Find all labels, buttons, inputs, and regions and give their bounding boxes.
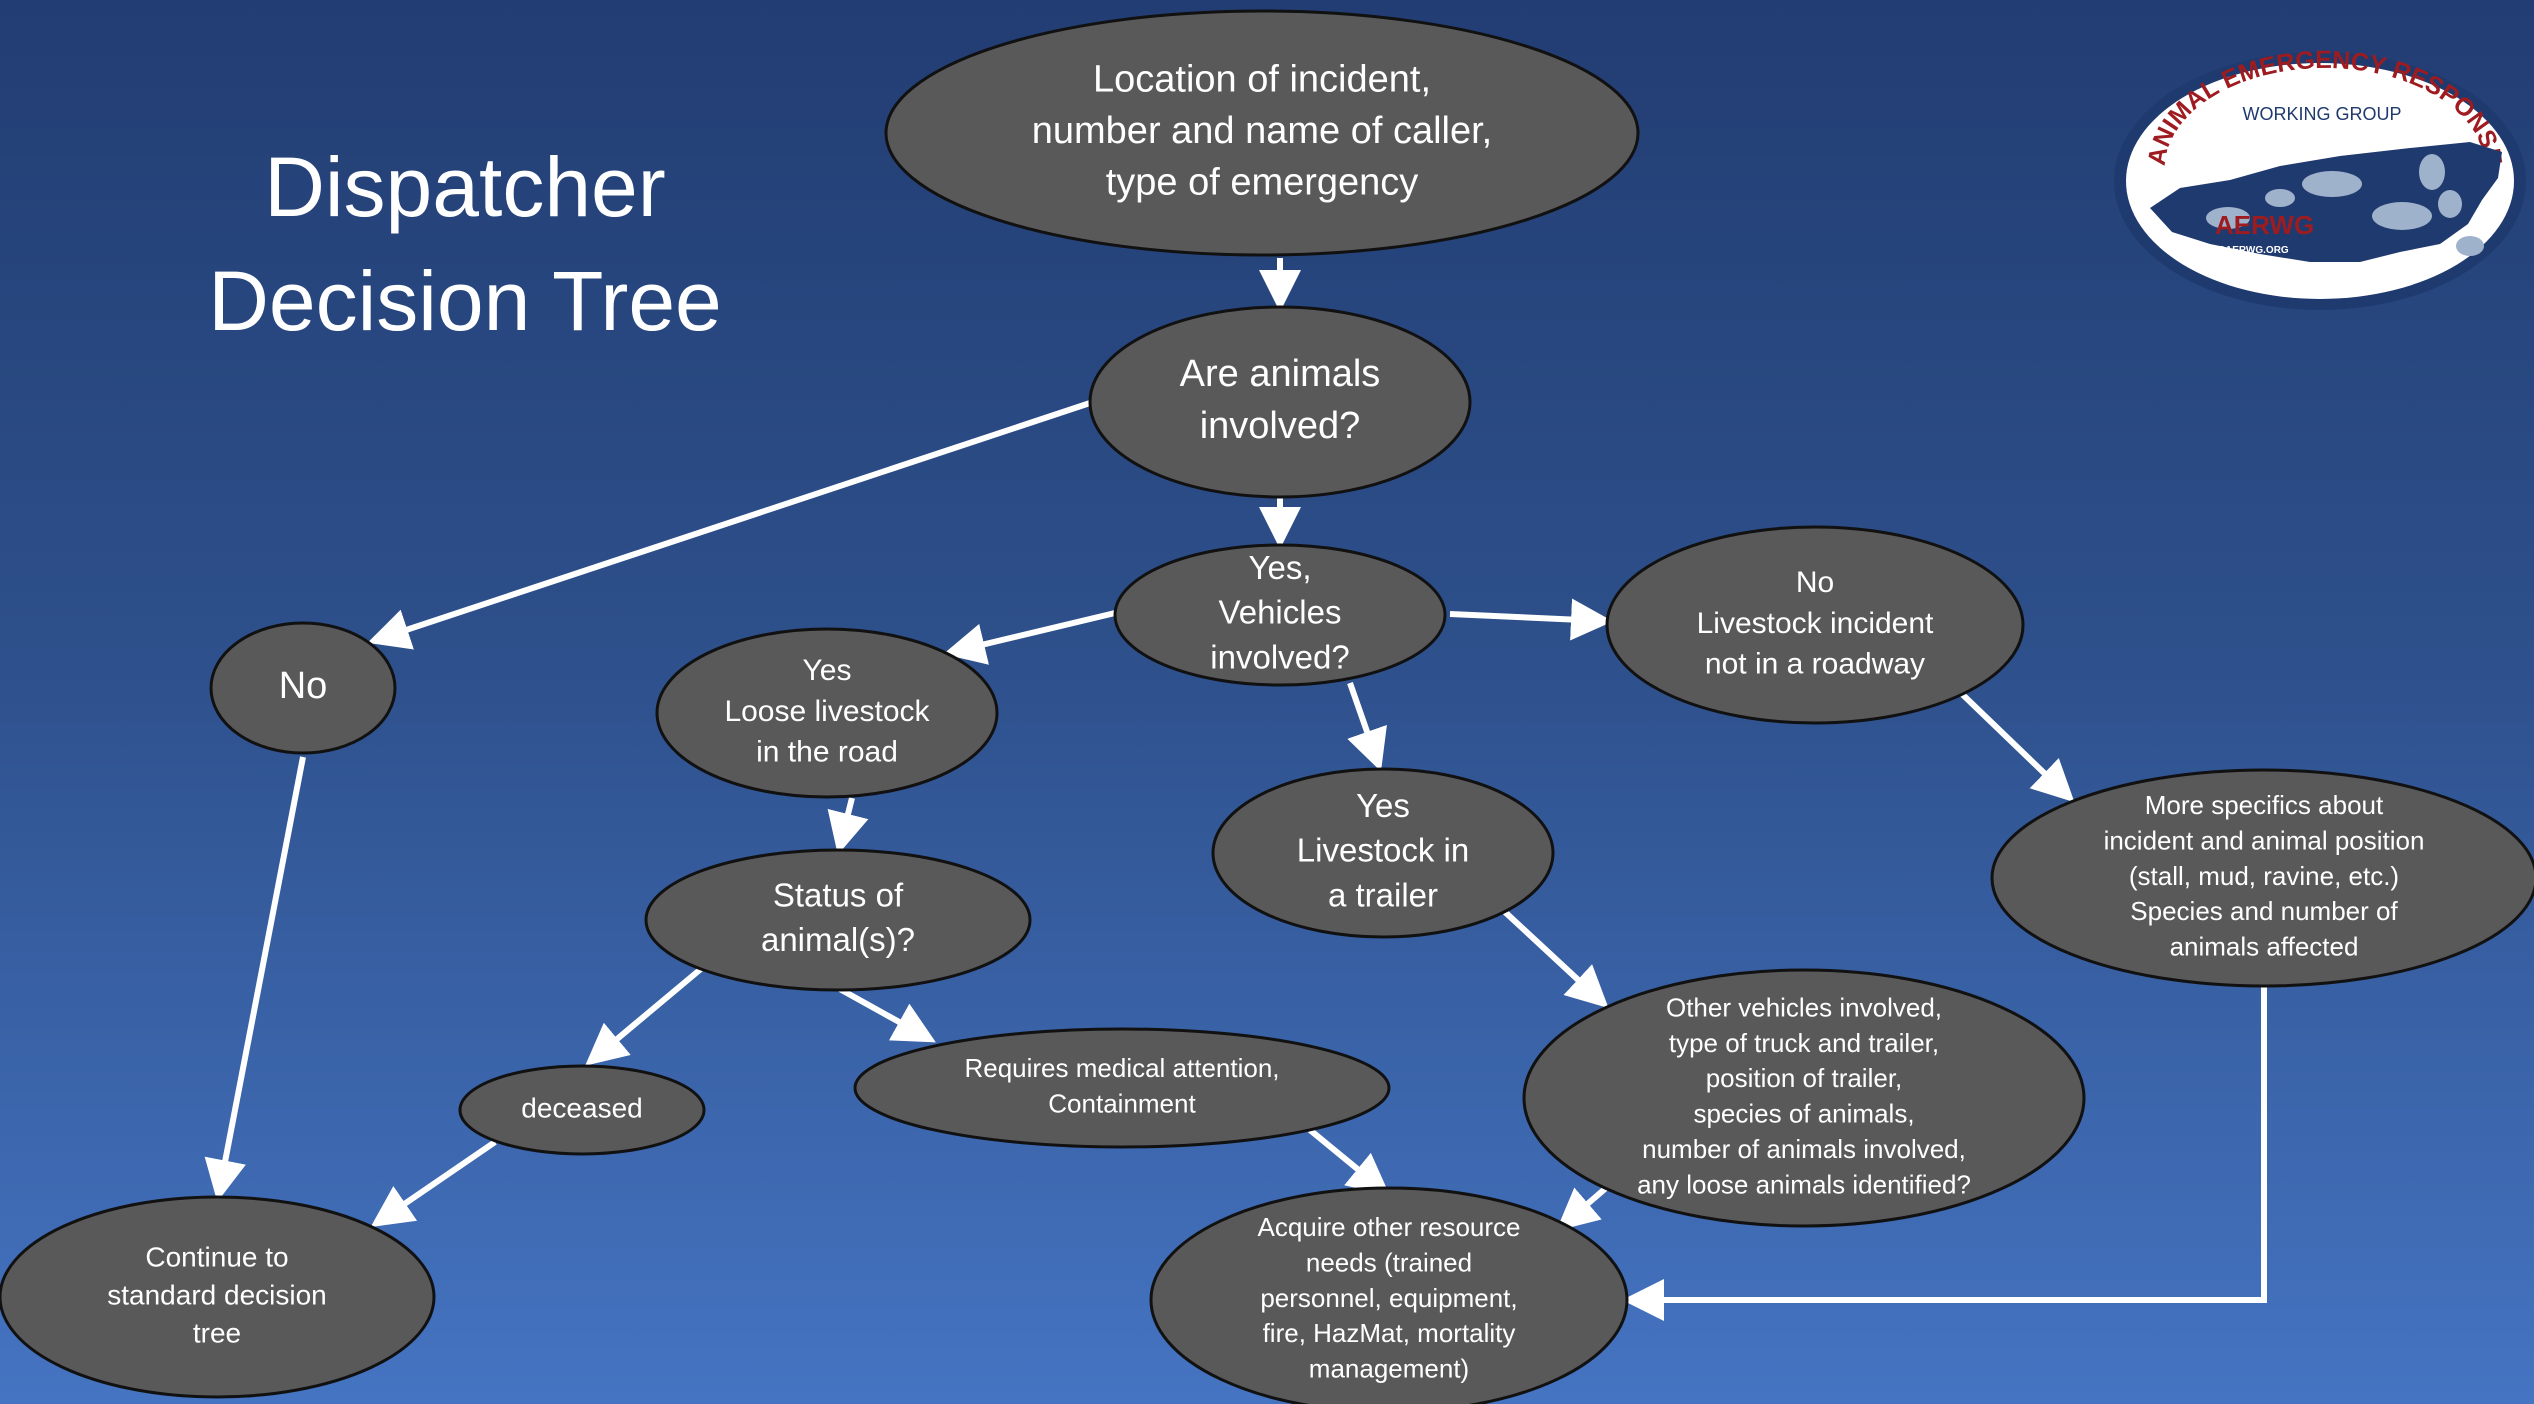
- node-text-line: Vehicles: [1219, 594, 1342, 631]
- node-text-line: any loose animals identified?: [1637, 1169, 1971, 1199]
- node-vehicles: Yes, Vehicles involved?: [1113, 543, 1447, 687]
- arrow-deceased-to-continue: [370, 1139, 497, 1228]
- arrow-vehicles-to-loose: [943, 610, 1116, 665]
- node-text-line: Containment: [1048, 1089, 1196, 1119]
- node-text-line: No: [1796, 566, 1834, 599]
- node-text-line: No: [279, 665, 328, 707]
- node-text-line: animals affected: [2170, 932, 2359, 962]
- node-text-line: (stall, mud, ravine, etc.): [2129, 861, 2399, 891]
- node-shape: [853, 1027, 1391, 1149]
- node-text-line: involved?: [1210, 639, 1349, 676]
- logo-url: WWW.NCAERWG.ORG: [2180, 245, 2289, 256]
- node-other-vehicles: Other vehicles involved, type of truck an…: [1522, 968, 2086, 1228]
- node-text-line: Requires medical attention,: [964, 1053, 1279, 1083]
- node-text-line: Are animals: [1180, 353, 1381, 395]
- node-shape: [1990, 768, 2534, 988]
- arrow-loose-to-status: [827, 797, 869, 855]
- node-text-line: fire, HazMat, mortality: [1263, 1318, 1516, 1348]
- node-text-line: number and name of caller,: [1032, 110, 1493, 152]
- node-text-line: deceased: [521, 1092, 642, 1123]
- node-text-line: More specifics about: [2145, 790, 2384, 820]
- node-text-line: Continue to: [145, 1241, 288, 1272]
- node-text-line: Yes: [1356, 787, 1410, 824]
- node-status: Status of animal(s)?: [644, 848, 1032, 992]
- arrow-trailer-to-other_vehicles: [1502, 909, 1609, 1009]
- node-text-line: needs (trained: [1306, 1248, 1472, 1278]
- logo-subtitle: WORKING GROUP: [2242, 104, 2401, 124]
- node-specifics: More specifics about incident and animal …: [1990, 768, 2534, 988]
- node-acquire: Acquire other resource needs (trained pers…: [1149, 1186, 1629, 1404]
- node-deceased: deceased: [458, 1064, 706, 1156]
- title-line-2: Decision Tree: [208, 254, 722, 348]
- node-text-line: tree: [193, 1317, 241, 1348]
- node-text-line: involved?: [1200, 405, 1361, 447]
- node-text-line: management): [1309, 1354, 1469, 1384]
- node-layer: Location of incident, number and name of …: [0, 9, 2534, 1404]
- node-text-line: type of truck and trailer,: [1669, 1028, 1939, 1058]
- node-text-line: Livestock incident: [1697, 607, 1934, 640]
- node-text-line: Yes,: [1248, 549, 1311, 586]
- node-text-line: not in a roadway: [1705, 648, 1925, 681]
- node-text-line: animal(s)?: [761, 921, 915, 958]
- node-shape: [1088, 305, 1472, 499]
- node-text-line: position of trailer,: [1706, 1063, 1903, 1093]
- node-text-line: Other vehicles involved,: [1666, 992, 1942, 1022]
- aerwg-logo: ANIMAL EMERGENCY RESPONSE WORKING GROUP …: [2114, 48, 2526, 310]
- node-shape: [1605, 525, 2025, 725]
- node-text-line: number of animals involved,: [1642, 1134, 1966, 1164]
- node-shape: [655, 627, 999, 799]
- arrow-medical-to-acquire: [1308, 1127, 1390, 1196]
- title-line-1: Dispatcher: [264, 140, 666, 234]
- node-text-line: a trailer: [1328, 877, 1438, 914]
- arrow-animals-to-no_main: [367, 400, 1091, 650]
- node-text-line: Loose livestock: [724, 695, 930, 728]
- arrow-status-to-deceased: [585, 965, 704, 1066]
- node-shape: [1522, 968, 2086, 1228]
- state-map-shape: [2150, 142, 2502, 262]
- node-shape: [1211, 767, 1555, 939]
- node-shape: [1113, 543, 1447, 687]
- connector-layer: [204, 258, 2267, 1321]
- node-text-line: in the road: [756, 736, 898, 769]
- node-location: Location of incident, number and name of …: [884, 9, 1640, 257]
- arrow-vehicles-to-trailer: [1347, 682, 1387, 772]
- arrow-no_main-to-continue: [204, 756, 306, 1202]
- node-text-line: incident and animal position: [2104, 826, 2425, 856]
- node-no-main: No: [209, 621, 397, 755]
- node-text-line: Species and number of: [2130, 896, 2398, 926]
- node-shape: [1149, 1186, 1629, 1404]
- node-text-line: Location of incident,: [1093, 58, 1431, 100]
- node-animals: Are animals involved?: [1088, 305, 1472, 499]
- node-medical: Requires medical attention, Containment: [853, 1027, 1391, 1149]
- node-text-line: standard decision: [107, 1279, 326, 1310]
- node-continue: Continue to standard decision tree: [0, 1195, 436, 1399]
- node-text-line: personnel, equipment,: [1260, 1283, 1517, 1313]
- logo-acronym: AERWG: [2215, 210, 2314, 240]
- arrow-specifics-to-acquire: [1622, 986, 2267, 1321]
- node-shape: [209, 621, 397, 755]
- arrow-no_road-to-specifics: [1959, 691, 2075, 803]
- node-text-line: Yes: [803, 654, 852, 687]
- node-text-line: type of emergency: [1106, 162, 1419, 204]
- node-text-line: species of animals,: [1693, 1099, 1914, 1129]
- node-shape: [458, 1064, 706, 1156]
- arrow-status-to-medical: [836, 985, 936, 1043]
- animal-silhouettes-icon: [2206, 154, 2484, 256]
- arrow-vehicles-to-no_road: [1449, 598, 1613, 641]
- node-shape: [884, 9, 1640, 257]
- node-text-line: Status of: [773, 876, 904, 913]
- node-text-line: Livestock in: [1297, 832, 1469, 869]
- arrow-other_vehicles-to-acquire: [1556, 1185, 1608, 1231]
- page-title: Dispatcher Decision Tree: [150, 130, 780, 358]
- node-shape: [0, 1195, 436, 1399]
- node-shape: [644, 848, 1032, 992]
- node-text-line: Acquire other resource: [1257, 1212, 1520, 1242]
